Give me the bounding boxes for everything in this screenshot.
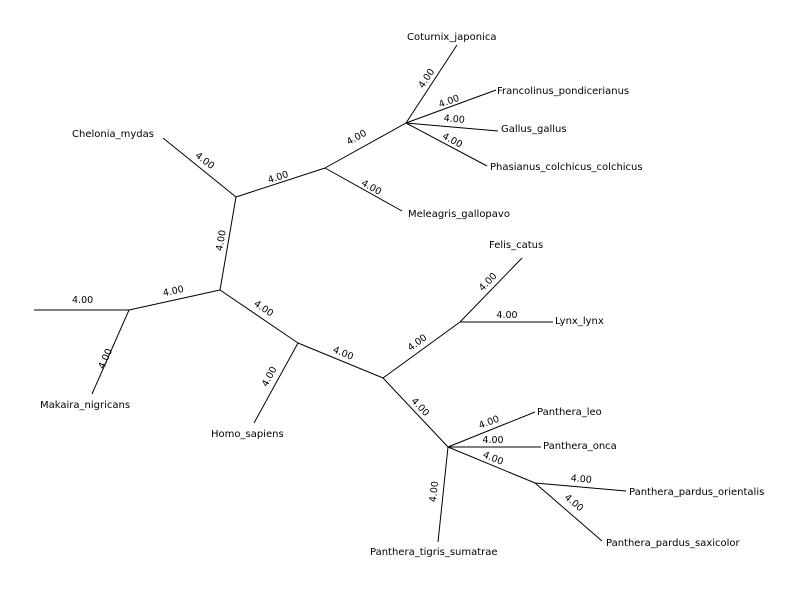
branch-phasianid xyxy=(324,122,407,169)
blen-gallus: 4.00 xyxy=(443,113,465,126)
branch-leo xyxy=(447,411,536,448)
taxon-panthera-onca: Panthera_onca xyxy=(543,441,617,452)
taxon-labels: Coturnix_japonica Francolinus_pondiceria… xyxy=(40,32,764,558)
branch-coturnix xyxy=(405,44,458,124)
taxon-makaira: Makaira_nigricans xyxy=(40,400,130,411)
branch-makaira xyxy=(91,309,130,395)
blen-mammal-stem: 4.00 xyxy=(252,298,276,319)
blen-felis-lynx: 4.00 xyxy=(406,332,430,353)
taxon-felis: Felis_catus xyxy=(489,240,543,251)
branch-bird-stem xyxy=(235,167,326,198)
taxon-panthera-leo: Panthera_leo xyxy=(537,407,602,418)
blen-coturnix: 4.00 xyxy=(417,67,438,91)
branch-francolinus xyxy=(405,89,497,124)
branch-panthera-stem xyxy=(382,377,449,448)
branch-turtle-node xyxy=(219,196,237,291)
branch-orientalis xyxy=(534,482,627,492)
blen-francolinus: 4.00 xyxy=(437,93,461,111)
blen-root-left: 4.00 xyxy=(72,295,93,306)
blen-lynx: 4.00 xyxy=(496,310,517,321)
branch-felis xyxy=(459,257,523,323)
branch-lines xyxy=(34,44,627,543)
taxon-phasianus: Phasianus_colchicus_colchicus xyxy=(490,162,643,173)
taxon-panthera-pardus-orientalis: Panthera_pardus_orientalis xyxy=(629,487,764,498)
taxon-francolinus: Francolinus_pondicerianus xyxy=(497,86,629,97)
blen-felis: 4.00 xyxy=(477,271,500,294)
branch-gallus xyxy=(405,122,499,132)
branch-homo xyxy=(253,342,299,424)
taxon-chelonia: Chelonia_mydas xyxy=(72,129,154,140)
blen-saxicolor: 4.00 xyxy=(562,492,585,514)
blen-makaira: 4.00 xyxy=(96,347,115,371)
branch-mammal-stem xyxy=(219,289,299,344)
taxon-gallus: Gallus_gallus xyxy=(501,124,567,135)
branch-pardus-stem xyxy=(447,446,536,484)
branch-felid-stem-a xyxy=(297,342,384,379)
branch-tigris xyxy=(437,446,449,543)
blen-orientalis: 4.00 xyxy=(570,473,592,486)
blen-pardus-stem: 4.00 xyxy=(481,450,505,468)
blen-panthera-stem: 4.00 xyxy=(409,396,431,419)
blen-meleagris: 4.00 xyxy=(359,178,383,198)
branch-root-mid xyxy=(128,289,221,311)
branch-phasianus xyxy=(405,122,488,167)
taxon-panthera-pardus-saxicolor: Panthera_pardus_saxicolor xyxy=(606,538,741,549)
blen-onca: 4.00 xyxy=(482,435,503,446)
blen-root-mid: 4.00 xyxy=(162,284,185,299)
blen-leo: 4.00 xyxy=(477,414,501,432)
taxon-panthera-tigris: Panthera_tigris_sumatrae xyxy=(370,547,498,558)
taxon-homo: Homo_sapiens xyxy=(211,429,284,440)
branch-saxicolor xyxy=(534,482,603,542)
taxon-meleagris: Meleagris_gallopavo xyxy=(408,209,510,220)
blen-homo: 4.00 xyxy=(260,365,280,389)
blen-chelonia: 4.00 xyxy=(193,150,216,172)
branch-felis-lynx xyxy=(382,321,461,379)
blen-turtle-node: 4.00 xyxy=(214,229,229,252)
blen-phasianid: 4.00 xyxy=(345,128,369,148)
branch-meleagris xyxy=(324,167,403,212)
taxon-lynx: Lynx_lynx xyxy=(555,316,604,327)
branch-chelonia xyxy=(162,137,237,198)
blen-felid-stem: 4.00 xyxy=(331,345,355,363)
blen-tigris: 4.00 xyxy=(428,481,441,503)
taxon-coturnix: Coturnix_japonica xyxy=(407,32,496,43)
